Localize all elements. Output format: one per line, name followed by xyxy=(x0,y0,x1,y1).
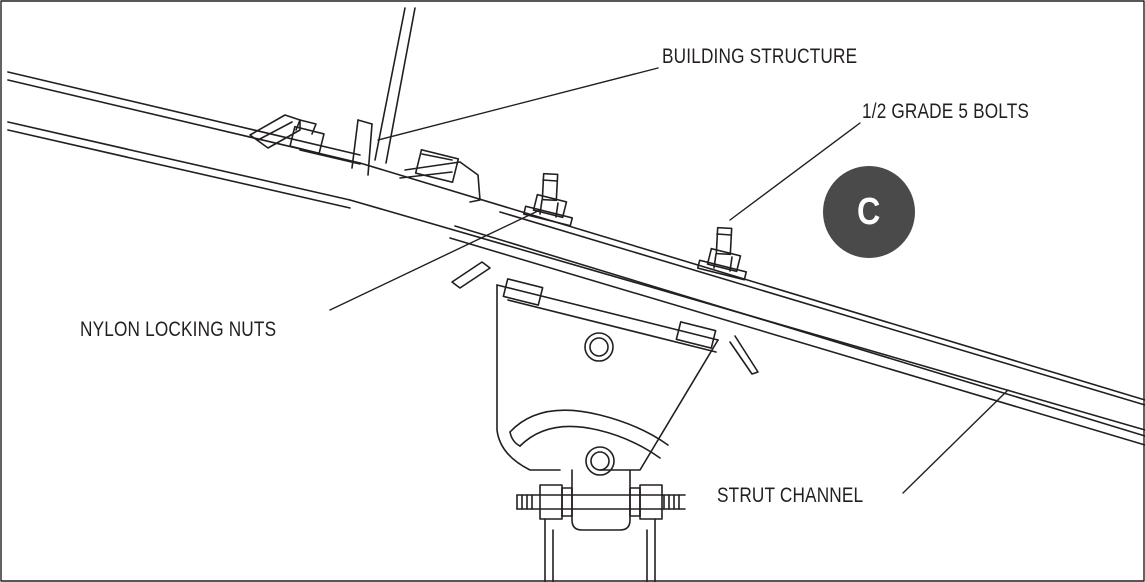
label-building-structure: BUILDING STRUCTURE xyxy=(662,45,858,68)
bolt-nut-center xyxy=(522,172,574,227)
leader-bolts xyxy=(729,122,861,221)
building-structure-beam xyxy=(7,7,416,209)
strut-channel xyxy=(349,162,1145,446)
beam-clamp-left xyxy=(249,114,361,165)
label-bolts: 1/2 GRADE 5 BOLTS xyxy=(862,100,1030,123)
detail-badge-letter: C xyxy=(857,190,881,233)
mounting-bracket xyxy=(451,261,759,476)
leader-nuts xyxy=(329,209,541,311)
threaded-rod-post xyxy=(516,469,686,582)
label-strut-channel: STRUT CHANNEL xyxy=(717,484,864,507)
label-nylon-locking-nuts: NYLON LOCKING NUTS xyxy=(80,318,277,341)
beam-clamp-right xyxy=(399,148,481,203)
leader-lines xyxy=(329,67,1009,494)
detail-badge: C xyxy=(823,166,915,258)
leader-strut-channel xyxy=(902,389,1009,494)
bolt-nut-right xyxy=(696,226,748,281)
leader-building-structure xyxy=(377,67,659,141)
